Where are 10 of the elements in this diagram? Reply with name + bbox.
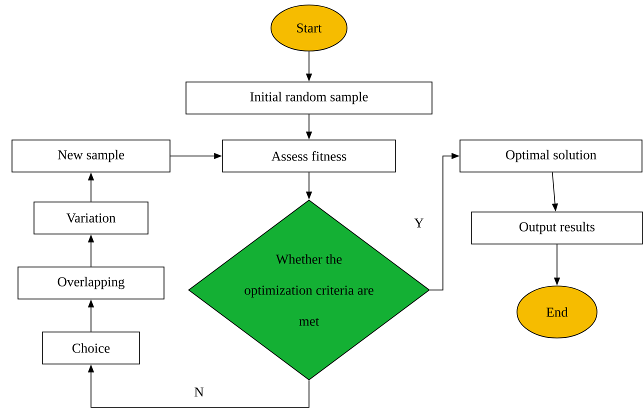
edge-label: Y <box>413 218 425 228</box>
process-box: Overlapping <box>18 266 164 300</box>
process-box: Choice <box>42 332 140 364</box>
process-box: Optimal solution <box>460 140 642 172</box>
edge-label: N <box>193 386 205 398</box>
process-box: Output results <box>471 212 643 244</box>
process-box: Variation <box>34 202 148 234</box>
process-box: Assess fitness <box>222 140 396 172</box>
process-box: Initial random sample <box>186 82 432 114</box>
process-box: New sample <box>12 140 170 172</box>
